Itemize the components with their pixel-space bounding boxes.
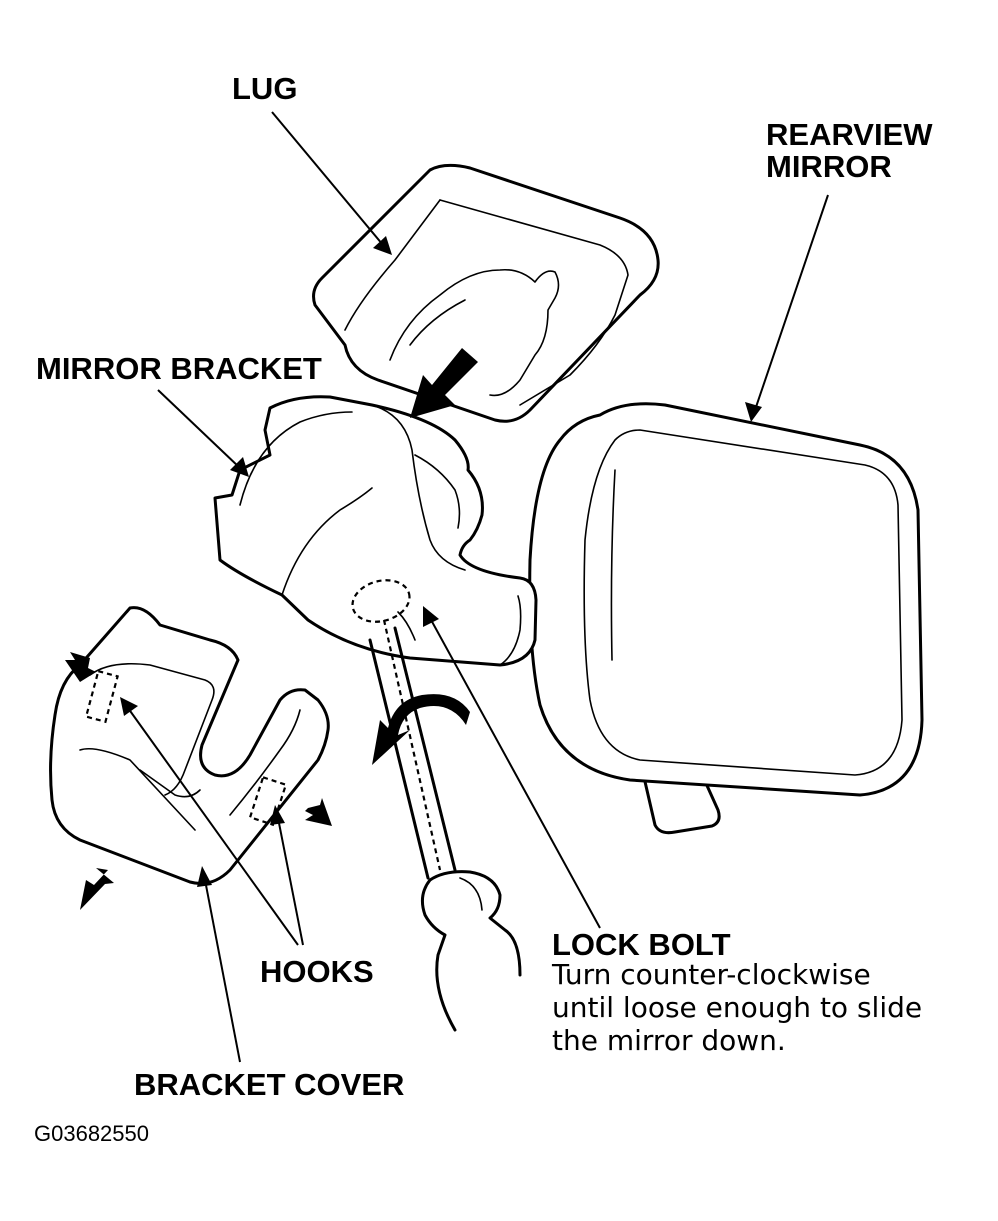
- figure-code: G03682550: [34, 1121, 149, 1146]
- leader-mirror-bracket-arrowhead: [230, 457, 249, 477]
- leader-hooks-right: [277, 817, 304, 946]
- push-arrow-icon: [410, 348, 478, 418]
- leader-hooks-left: [127, 707, 299, 946]
- leader-bracket-cover-arrowhead: [197, 866, 212, 887]
- leader-lug-arrowhead: [373, 236, 392, 255]
- leader-hooks-right-arrowhead: [270, 805, 285, 825]
- leader-bracket-cover: [204, 879, 241, 1063]
- bracket-cover-label: BRACKET COVER: [134, 1067, 405, 1102]
- lug: [312, 163, 660, 423]
- hooks-label: HOOKS: [260, 954, 374, 989]
- leader-lines: [120, 111, 829, 1063]
- leader-lock-bolt: [429, 617, 601, 929]
- lock-bolt-instruction-line3: the mirror down.: [552, 1024, 786, 1057]
- mirror-bracket-label: MIRROR BRACKET: [36, 351, 322, 386]
- leader-hooks-left-arrowhead: [120, 697, 138, 716]
- leader-mirror-bracket: [157, 389, 241, 469]
- rotate-counterclockwise-arrow-icon: [372, 694, 470, 765]
- rearview-mirror: [528, 402, 924, 835]
- leader-rearview-mirror: [754, 194, 829, 411]
- leader-lug: [271, 111, 384, 246]
- mirror-bracket: [213, 395, 538, 667]
- lock-bolt-instruction-line1: Turn counter-clockwise: [552, 958, 871, 991]
- lock-bolt-instruction-line2: until loose enough to slide: [552, 991, 923, 1024]
- rearview-mirror-label-line2: MIRROR: [766, 149, 892, 184]
- leader-rearview-mirror-arrowhead: [745, 402, 762, 422]
- bracket-cover: [49, 606, 330, 885]
- pull-apart-arrow-icon: [65, 652, 332, 910]
- screwdriver: [368, 611, 522, 1032]
- lug-label: LUG: [232, 71, 298, 106]
- rearview-mirror-label-line1: REARVIEW: [766, 117, 933, 152]
- lock-bolt-label: LOCK BOLT: [552, 927, 731, 962]
- leader-lock-bolt-arrowhead: [423, 606, 439, 627]
